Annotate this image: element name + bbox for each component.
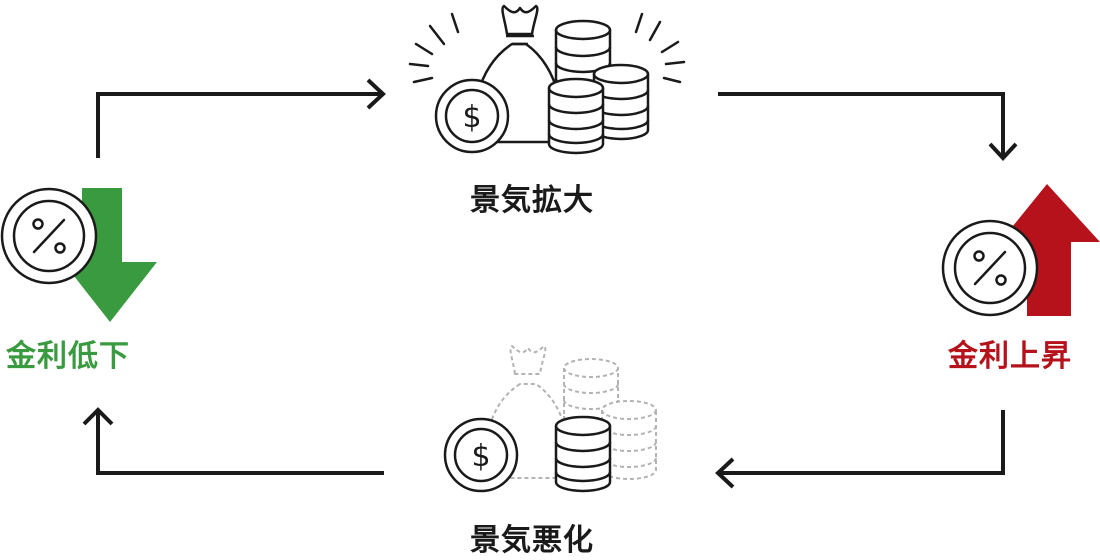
dollar-symbol-bottom: $ xyxy=(471,439,490,474)
label-economic-downturn: 景気悪化 xyxy=(470,523,594,558)
faded-money-bag-icon xyxy=(485,345,570,479)
label-interest-rate-down: 金利低下 xyxy=(6,339,130,374)
cycle-arrow-bottom-left xyxy=(96,412,384,475)
label-economic-expansion: 景気拡大 xyxy=(470,183,594,218)
cycle-arrow-top-right xyxy=(718,92,1005,156)
dollar-symbol: $ xyxy=(462,100,481,135)
arrowhead-down xyxy=(988,142,1018,161)
cycle-arrow-bottom-right xyxy=(720,410,1005,475)
arrowhead-right xyxy=(366,78,386,110)
coin-stack-icon xyxy=(547,19,650,155)
arrowhead-up xyxy=(82,407,114,426)
cycle-arrow-top-left xyxy=(96,92,380,158)
up-arrow-icon xyxy=(1000,184,1100,316)
arrowhead-left xyxy=(715,457,735,489)
small-coin-stack-icon xyxy=(554,415,612,493)
percent-coin-icon-left xyxy=(0,187,98,285)
label-interest-rate-up: 金利上昇 xyxy=(948,339,1072,374)
dollar-coin-icon: $ xyxy=(434,78,510,154)
percent-coin-icon-right xyxy=(941,219,1039,317)
dollar-coin-icon-bottom: $ xyxy=(443,417,519,493)
